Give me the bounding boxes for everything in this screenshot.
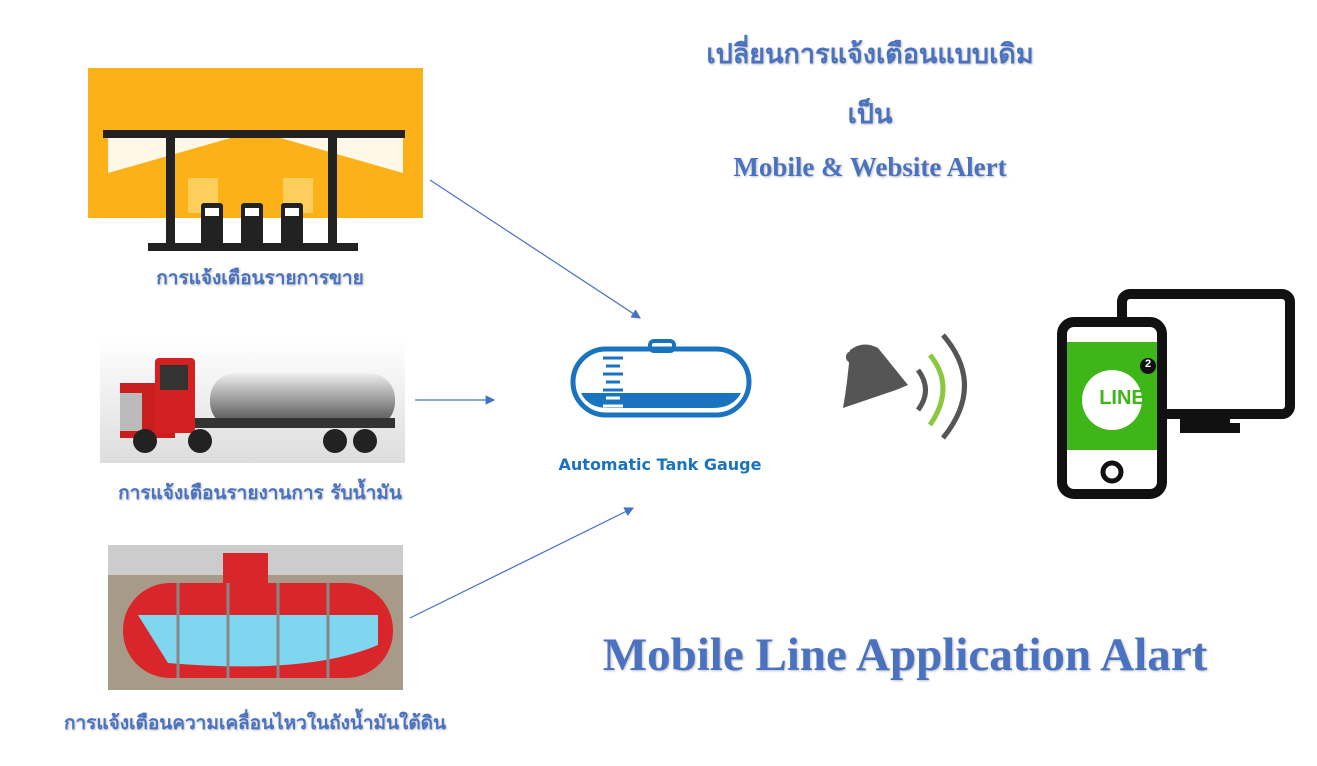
footer-title: Mobile Line Application Alart <box>602 629 1208 681</box>
tank-gauge-icon <box>570 339 752 418</box>
gas-station-icon <box>88 68 423 251</box>
title-line-2: เป็น <box>847 99 893 130</box>
arrow-sales <box>429 179 642 319</box>
notification-badge: 2 <box>1144 358 1152 370</box>
mobile-desktop-icon <box>1057 289 1295 499</box>
arrow-tank <box>409 507 635 619</box>
tanker-truck-icon <box>100 338 405 463</box>
source-label-delivery: การแจ้งเตือนรายงานการ รับน้ำมัน <box>118 482 402 504</box>
underground-tank-icon <box>108 545 403 690</box>
source-label-tank-movement: การแจ้งเตือนความเคลื่อนไหวในถังน้ำมันใต้… <box>64 712 446 734</box>
title-line-3: Mobile & Website Alert <box>733 152 1007 182</box>
line-app-logo: LINE <box>1099 387 1145 409</box>
source-label-sales: การแจ้งเตือนรายการขาย <box>156 267 364 289</box>
title-line-1: เปลี่ยนการแจ้งเตือนแบบเดิม <box>706 39 1034 70</box>
bell-alert-icon <box>843 333 967 440</box>
tank-gauge-label: Automatic Tank Gauge <box>558 455 762 474</box>
